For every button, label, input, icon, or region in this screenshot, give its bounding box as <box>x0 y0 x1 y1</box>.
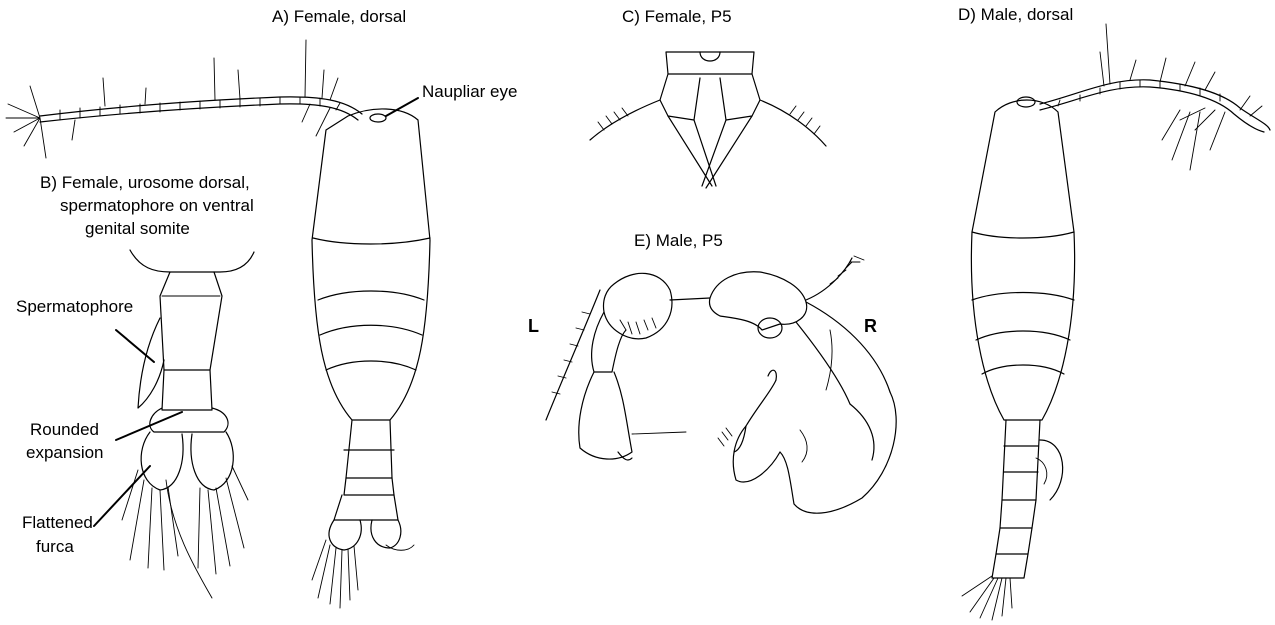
panel-b: B) Female, urosome dorsal, spermatophore… <box>16 173 254 598</box>
flattened-furca-label-line-1: Flattened <box>22 513 93 532</box>
panel-c: C) Female, P5 <box>590 7 826 188</box>
panel-a-title: A) Female, dorsal <box>272 7 406 26</box>
left-leg-marker: L <box>528 316 539 336</box>
panel-b-title-line-3: genital somite <box>85 219 190 238</box>
panel-c-drawing <box>590 52 826 188</box>
panel-a-body <box>312 109 430 608</box>
naupliar-eye-label: Naupliar eye <box>422 82 517 101</box>
panel-e-title: E) Male, P5 <box>634 231 723 250</box>
panel-e-right-leg <box>709 256 896 513</box>
flattened-furca-label-line-2: furca <box>36 537 74 556</box>
panel-c-title: C) Female, P5 <box>622 7 732 26</box>
panel-a-antenna <box>6 40 362 158</box>
rounded-expansion-leader <box>116 412 182 440</box>
panel-e: E) Male, P5 L R <box>528 231 896 513</box>
rounded-expansion-label-line-2: expansion <box>26 443 104 462</box>
rounded-expansion-label-line-1: Rounded <box>30 420 99 439</box>
spermatophore-label: Spermatophore <box>16 297 133 316</box>
panel-d-antenna <box>1017 24 1270 170</box>
panel-b-drawing <box>122 250 254 598</box>
panel-b-title-line-1: B) Female, urosome dorsal, <box>40 173 250 192</box>
panel-b-title-line-2: spermatophore on ventral <box>60 196 254 215</box>
panel-d-title: D) Male, dorsal <box>958 5 1073 24</box>
right-leg-marker: R <box>864 316 877 336</box>
naupliar-eye-leader <box>386 98 418 116</box>
panel-d: D) Male, dorsal <box>958 5 1270 620</box>
panel-d-body <box>962 100 1075 620</box>
panel-e-left-leg <box>546 273 710 460</box>
